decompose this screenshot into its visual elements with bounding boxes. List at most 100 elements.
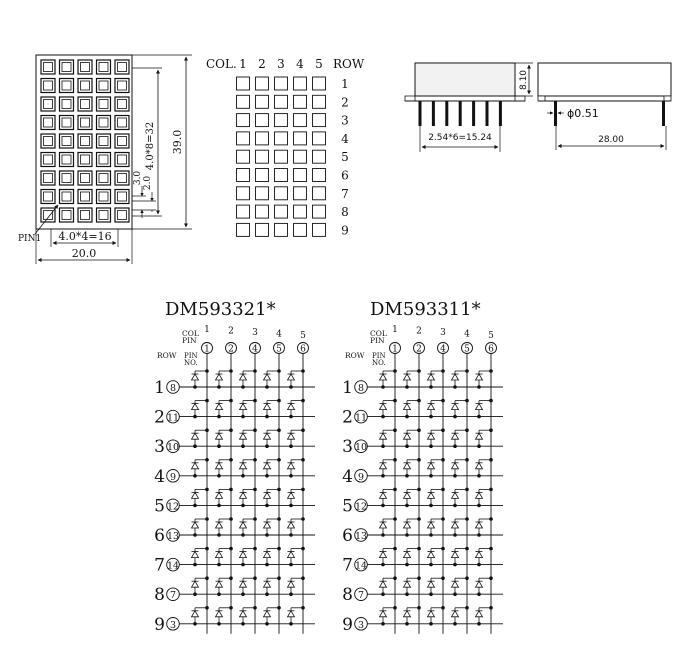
grid-dot	[312, 168, 326, 182]
led-diode	[190, 521, 200, 529]
col-pin-label: PIN	[370, 336, 385, 345]
junction-dot	[489, 606, 493, 610]
junction-dot	[205, 487, 209, 492]
row-number: 6	[154, 526, 165, 546]
junction-dot	[489, 398, 493, 403]
junction-dot	[381, 414, 385, 419]
front-dot-inner	[43, 99, 53, 109]
grid-dot	[312, 149, 326, 164]
row-number: 9	[342, 615, 353, 635]
led-diode	[286, 550, 296, 558]
col-pin-circle	[485, 342, 497, 354]
junction-dot	[229, 517, 233, 521]
col-pin-number: 1	[392, 345, 398, 355]
front-dot	[77, 151, 93, 168]
grid-row-number: 7	[341, 187, 349, 201]
front-dot-inner	[117, 136, 127, 146]
led-diode	[262, 373, 272, 381]
junction-dot	[417, 487, 421, 492]
col-pin-number: 6	[488, 345, 494, 355]
junction-dot	[193, 592, 197, 596]
front-dot	[58, 151, 75, 168]
front-dot	[58, 170, 75, 186]
grid-dot	[293, 168, 307, 182]
grid-dot	[293, 131, 307, 146]
col-number: 1	[392, 325, 398, 335]
junction-dot	[465, 398, 469, 403]
grid-row-number: 3	[341, 114, 349, 128]
front-dot-inner	[117, 99, 127, 109]
junction-dot	[241, 503, 245, 508]
schematic-title: DM593311*	[370, 299, 481, 320]
grid-dot	[312, 204, 326, 219]
junction-dot	[241, 562, 245, 567]
junction-dot	[193, 414, 197, 419]
junction-dot	[301, 369, 305, 373]
junction-dot	[489, 458, 493, 462]
front-dot-inner	[43, 154, 53, 165]
front-dot-matrix	[40, 59, 130, 223]
row-number: 5	[342, 496, 353, 516]
junction-dot	[429, 474, 433, 478]
front-dot-inner	[61, 99, 72, 109]
side-pin	[472, 101, 476, 126]
led-diode	[214, 580, 224, 588]
grid-col-number: 1	[239, 57, 247, 71]
led-diode	[262, 432, 272, 440]
grid-dot	[312, 113, 326, 128]
grid-dot	[274, 94, 288, 109]
junction-dot	[277, 576, 281, 580]
junction-dot	[301, 576, 305, 580]
front-dot	[114, 207, 130, 223]
junction-dot	[417, 517, 421, 521]
led-diode	[474, 432, 484, 440]
front-dot-inner	[98, 80, 109, 91]
led-diode	[474, 580, 484, 588]
led-diode	[378, 373, 388, 381]
front-dot	[95, 133, 112, 149]
front-dot-inner	[43, 62, 53, 72]
grid-dot	[274, 204, 288, 219]
front-dot-inner	[117, 210, 127, 220]
junction-dot	[205, 606, 209, 610]
row-number: 1	[342, 378, 353, 398]
junction-dot	[205, 546, 209, 551]
schematic-title: DM593321*	[165, 299, 276, 320]
junction-dot	[277, 428, 281, 433]
front-dot	[40, 96, 56, 112]
front-dot-inner	[117, 117, 127, 128]
dim-dot-pitch-label: 3.0	[133, 171, 143, 186]
junction-dot	[253, 428, 257, 433]
led-diode	[378, 402, 388, 411]
front-dot-inner	[61, 62, 72, 72]
grid-dot	[236, 149, 250, 164]
pin1-label: PIN1	[18, 234, 41, 244]
pin-no-label: NO.	[372, 359, 386, 367]
junction-dot	[253, 369, 257, 373]
front-dot	[114, 114, 130, 131]
led-diode	[426, 580, 436, 588]
front-dot-inner	[61, 191, 72, 202]
junction-dot	[405, 444, 409, 449]
junction-dot	[489, 546, 493, 551]
led-diode	[214, 491, 224, 499]
junction-dot	[217, 592, 221, 596]
led-diode	[474, 521, 484, 529]
front-dot-inner	[80, 80, 90, 91]
junction-dot	[381, 385, 385, 389]
row-pin-number: 11	[355, 413, 367, 424]
front-dot-inner	[117, 80, 127, 91]
front-dot	[40, 170, 56, 186]
front-dot	[95, 207, 112, 223]
row-pin-number: 7	[170, 590, 176, 601]
row-pin-number: 8	[170, 383, 176, 394]
junction-dot	[465, 487, 469, 492]
front-dot	[40, 207, 56, 223]
col-header: COL.	[206, 57, 237, 71]
led-diode	[402, 402, 412, 411]
junction-dot	[429, 533, 433, 537]
led-diode	[402, 550, 412, 558]
col-pin-number: 5	[276, 345, 282, 355]
grid-row-number: 6	[341, 169, 349, 183]
led-diode	[426, 402, 436, 411]
